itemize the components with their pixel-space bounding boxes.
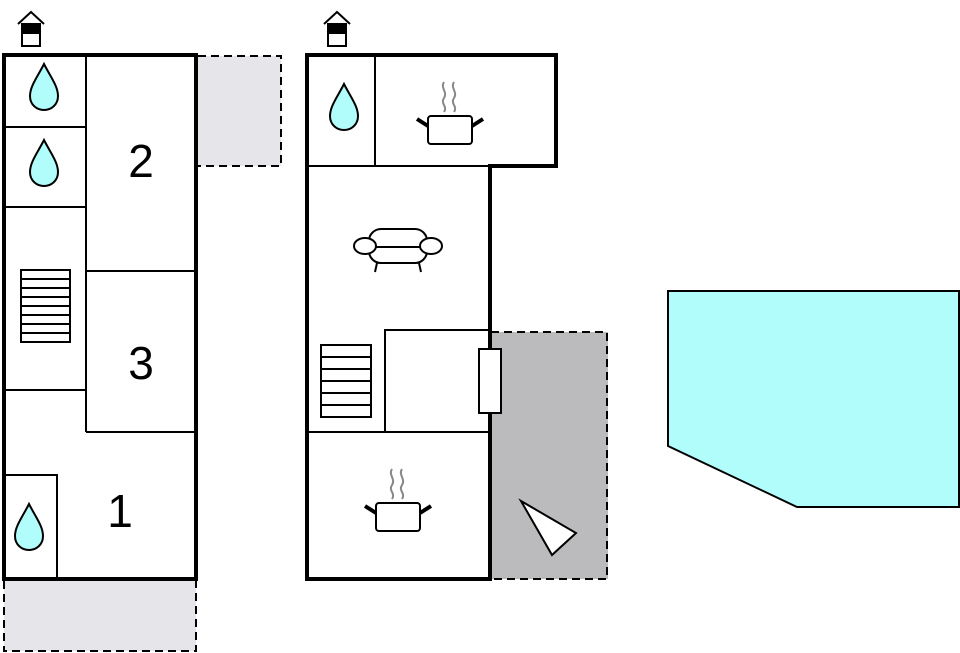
water-drop-icon xyxy=(14,503,44,551)
view-direction-icon xyxy=(518,498,578,557)
cooking-pot-icon xyxy=(415,80,485,146)
water-drop-icon xyxy=(29,63,59,111)
water-drop-icon xyxy=(329,83,359,131)
room-label-1: 1 xyxy=(107,485,133,537)
terrace-bottom xyxy=(4,581,196,651)
terrace-side-outline xyxy=(491,331,608,580)
stairs-icon xyxy=(320,344,372,418)
room-label-3: 3 xyxy=(128,337,154,389)
exterior-walls xyxy=(305,53,558,581)
exterior-walls xyxy=(2,53,198,581)
terrace-top xyxy=(198,56,281,166)
pool-shape xyxy=(667,290,960,508)
house-entrance-icon xyxy=(323,11,351,47)
stairs-icon xyxy=(20,269,71,343)
water-drop-icon xyxy=(29,139,59,187)
first-floor xyxy=(305,11,608,581)
room-label-2: 2 xyxy=(128,135,154,187)
sofa-icon xyxy=(353,228,443,273)
interior-walls xyxy=(3,55,196,580)
cooking-pot-icon xyxy=(363,467,433,533)
house-entrance-icon xyxy=(17,11,45,47)
terrace-top-outline xyxy=(198,55,282,167)
door-icon xyxy=(478,348,502,414)
ground-floor: 2 3 1 xyxy=(2,11,282,652)
